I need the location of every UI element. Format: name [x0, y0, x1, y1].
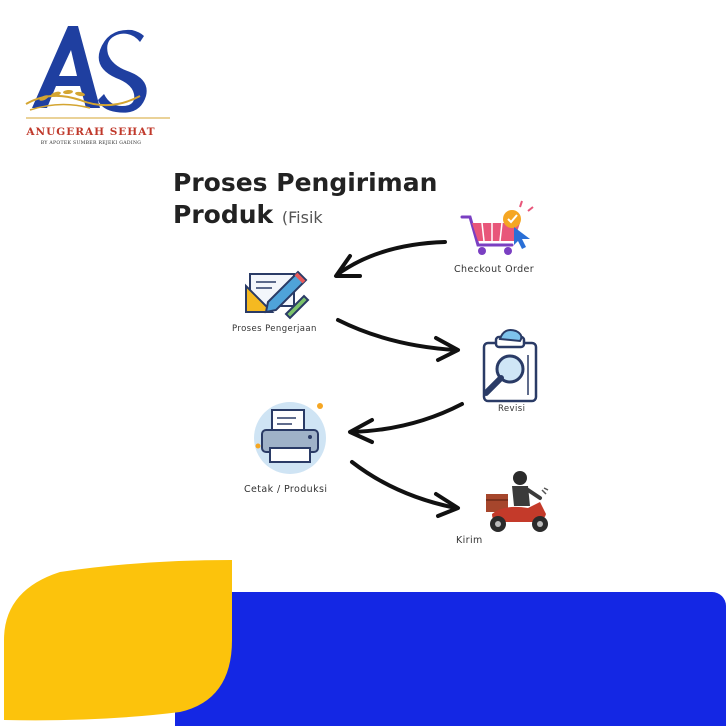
clipboard-search-icon: [484, 330, 536, 401]
design-tools-icon: [246, 272, 308, 318]
delivery-scooter-icon: [486, 471, 548, 532]
step-label-revisi: Revisi: [498, 404, 525, 414]
step-label-checkout: Checkout Order: [454, 264, 534, 275]
printer-icon: [254, 402, 326, 474]
arrow-revisi-to-cetak: [350, 404, 462, 442]
step-label-kirim: Kirim: [456, 535, 483, 546]
shopping-cart-icon: [462, 201, 533, 255]
step-label-pengerjaan: Proses Pengerjaan: [232, 324, 317, 334]
step-label-cetak: Cetak / Produksi: [244, 484, 327, 495]
arrow-cetak-to-kirim: [352, 462, 458, 516]
arrow-checkout-to-pengerjaan: [336, 242, 445, 276]
arrow-pengerjaan-to-revisi: [338, 320, 458, 360]
